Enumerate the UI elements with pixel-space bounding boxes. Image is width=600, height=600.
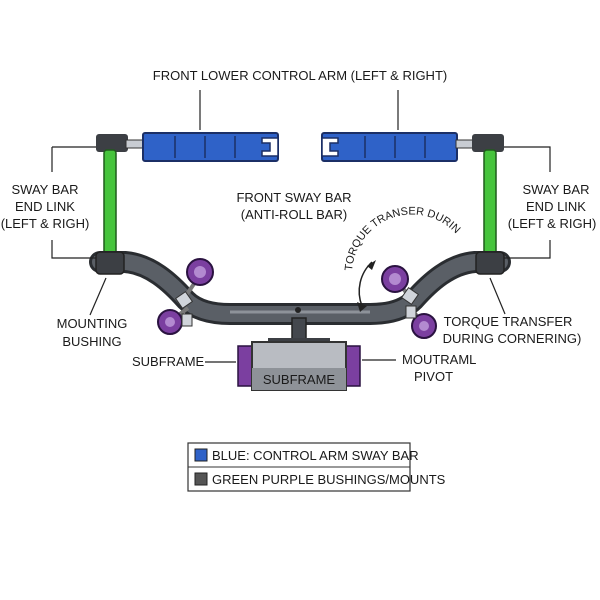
- mounting-bushing-label-2: BUSHING: [62, 334, 121, 349]
- end-link-right: [483, 149, 497, 259]
- legend-swatch-1: [194, 472, 208, 486]
- leader-mounting-bushing: [89, 277, 107, 316]
- torque-arc-arrow: [358, 261, 373, 307]
- bushing-lower-right: [405, 305, 437, 339]
- legend: BLUE: CONTROL ARM SWAY BAR GREEN PURPLE …: [187, 442, 446, 492]
- bushing-upper-left: [174, 258, 214, 310]
- leader-torque-transfer: [489, 277, 506, 315]
- control-arm-left: [96, 132, 279, 162]
- legend-text-0: BLUE: CONTROL ARM SWAY BAR: [212, 448, 419, 463]
- sway-bar-label-1: FRONT SWAY BAR: [236, 190, 351, 205]
- leader-end-link-right: [504, 146, 551, 259]
- end-link-right-label-3: (LEFT & RIGH): [508, 216, 597, 231]
- sway-bar-center-bolt: [295, 307, 301, 313]
- mounting-bushing-label-1: MOUNTING: [57, 316, 128, 331]
- leader-end-link-left: [51, 146, 96, 259]
- subframe-left-label: SUBFRAME: [132, 354, 205, 369]
- end-link-left-label-1: SWAY BAR: [12, 182, 79, 197]
- end-link-right-label-2: END LINK: [526, 199, 586, 214]
- end-link-left-label-2: END LINK: [15, 199, 75, 214]
- subframe-block: [237, 341, 361, 391]
- pivot-label-2: PIVOT: [414, 369, 453, 384]
- torque-transfer-label-2: DURING CORNERING): [443, 331, 582, 346]
- bushing-lower-left: [157, 306, 193, 335]
- control-arm-right: [321, 132, 504, 162]
- control-arm-title: FRONT LOWER CONTROL ARM (LEFT & RIGHT): [153, 68, 447, 83]
- end-link-left: [103, 149, 117, 259]
- end-link-right-label-1: SWAY BAR: [523, 182, 590, 197]
- legend-swatch-0: [194, 448, 208, 462]
- bushing-upper-right: [381, 265, 420, 306]
- pivot-label-1: MOUTRAML: [402, 352, 476, 367]
- torque-transfer-label-1: TORQUE TRANSFER: [444, 314, 573, 329]
- end-link-left-label-3: (LEFT & RIGH): [1, 216, 90, 231]
- sway-bar-label-2: (ANTI-ROLL BAR): [241, 207, 347, 222]
- legend-text-1: GREEN PURPLE BUSHINGS/MOUNTS: [212, 472, 446, 487]
- subframe-block-label: SUBFRAME: [263, 372, 336, 387]
